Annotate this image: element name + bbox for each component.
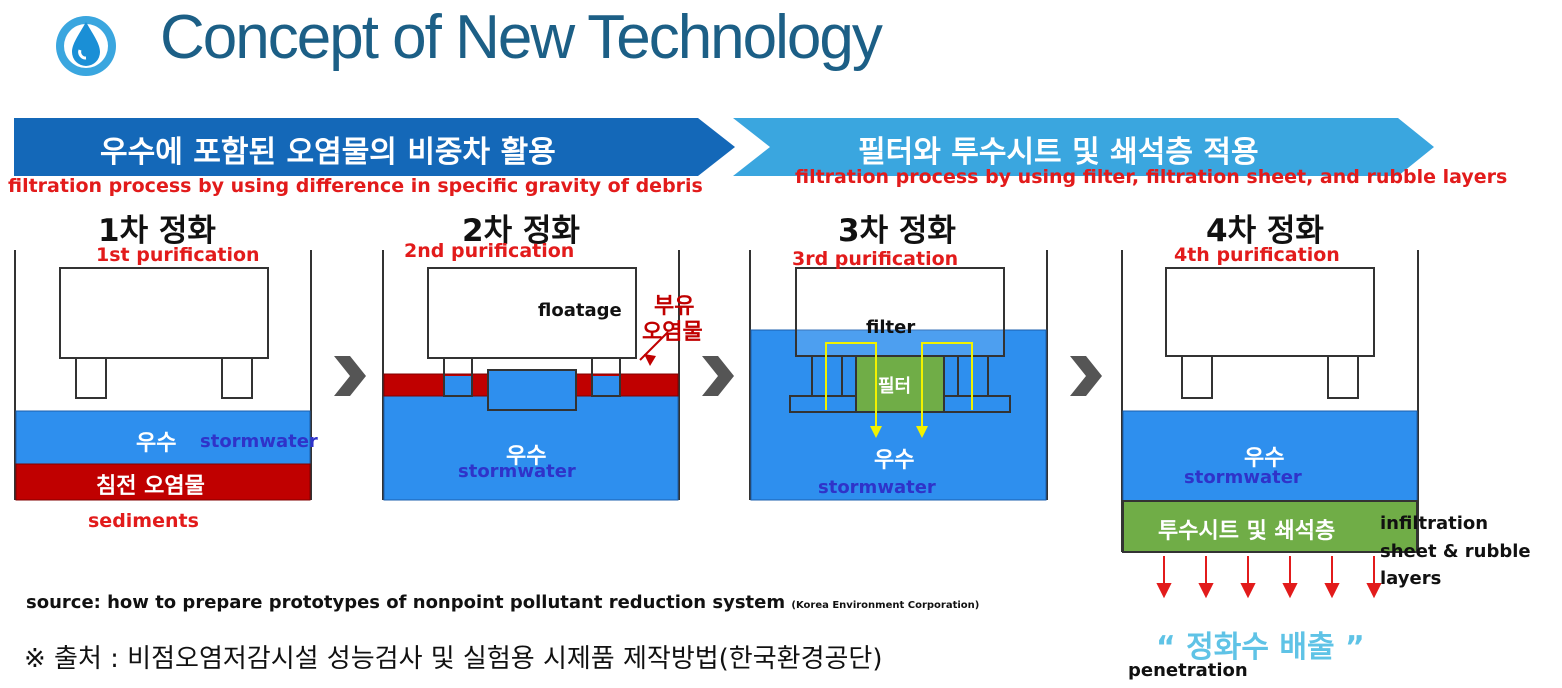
- stage-3-tank: [795, 267, 1005, 357]
- source-en-text: source: how to prepare prototypes of non…: [26, 592, 786, 613]
- stage-2-water-label-ko: 우수: [506, 444, 547, 469]
- water-drop-icon: [50, 8, 122, 80]
- chevron-right-icon: [702, 356, 734, 396]
- penetration-label: penetration: [1128, 660, 1248, 681]
- banner-1-caption: filtration process by using difference i…: [8, 175, 703, 197]
- stage-2-graphic: [382, 250, 680, 501]
- stage-4-heading: 4차 정화: [1206, 213, 1324, 249]
- stage-3-water-label-ko: 우수: [874, 448, 915, 473]
- page-title: Concept of New Technology: [160, 3, 883, 72]
- stage-1-sediment: [15, 463, 311, 501]
- stage-4-layer-label-ko: 투수시트 및 쇄석층: [1158, 519, 1336, 544]
- stage-3-filter-label-ko: 필터: [878, 376, 912, 397]
- stage-4-layer-label-en-1: infiltration: [1380, 513, 1489, 534]
- source-ko: ※ 출처 : 비점오염저감시설 성능검사 및 실험용 시제품 제작방법(한국환경…: [24, 644, 883, 674]
- stage-4-caption: 4th purification: [1174, 244, 1340, 266]
- stage-1-water-label-ko: 우수: [136, 431, 177, 456]
- stage-1-caption: 1st purification: [96, 244, 260, 266]
- discharge-label: “ 정화수 배출 ”: [1156, 630, 1365, 665]
- chevron-right-icon: [334, 356, 366, 396]
- banner-1-label: 우수에 포함된 오염물의 비중차 활용: [100, 135, 556, 170]
- banner-dark: [14, 118, 735, 176]
- stage-1-tank: [59, 267, 269, 359]
- stage-1-sediment-label: 침전 오염물: [96, 474, 205, 499]
- stage-3-graphic: [749, 250, 1048, 501]
- stage-2-floatage-label: floatage: [538, 300, 622, 321]
- stage-2-floatage-ko-1: 부유: [654, 294, 695, 319]
- source-en-org: (Korea Environment Corporation): [791, 600, 980, 611]
- stage-4-water: [1122, 410, 1418, 502]
- stage-4-layer-label-en-3: layers: [1380, 568, 1442, 589]
- stage-3-heading: 3차 정화: [838, 213, 956, 249]
- stage-2-floatage-ko-2: 오염물: [642, 320, 703, 345]
- stage-2-heading: 2차 정화: [462, 213, 580, 249]
- stage-4-layer: [1122, 500, 1418, 553]
- penetration-arrows: [1156, 556, 1382, 599]
- chevron-right-icon: [1070, 356, 1102, 396]
- stage-2-water: [383, 395, 679, 501]
- stage-2-water-label-en: stormwater: [458, 461, 576, 482]
- stage-4-layer-label-en-2: sheet & rubble: [1380, 541, 1531, 562]
- stage-2-caption: 2nd purification: [404, 240, 575, 262]
- stage-3-filter-label-en: filter: [866, 317, 916, 338]
- stage-3-filter: [855, 355, 945, 413]
- stage-1-water: [15, 410, 311, 465]
- stage-3-water-label-en: stormwater: [818, 477, 936, 498]
- stage-2-tank: [427, 267, 637, 359]
- stage-1-sediment-caption: sediments: [88, 510, 199, 532]
- stage-3-caption: 3rd purification: [792, 248, 959, 270]
- stage-1-graphic: [14, 250, 312, 501]
- banner-2-caption: filtration process by using filter, filt…: [795, 166, 1508, 188]
- stage-4-tank: [1165, 267, 1375, 357]
- stage-1-heading: 1차 정화: [98, 213, 216, 249]
- stage-4-graphic: [1121, 250, 1419, 599]
- banner-2-label: 필터와 투수시트 및 쇄석층 적용: [858, 135, 1259, 170]
- stage-1-water-label-en: stormwater: [200, 431, 318, 452]
- banner-light: [733, 118, 1434, 176]
- source-en: source: how to prepare prototypes of non…: [26, 592, 979, 613]
- stage-4-water-label-ko: 우수: [1244, 446, 1285, 471]
- stage-4-water-label-en: stormwater: [1184, 467, 1302, 488]
